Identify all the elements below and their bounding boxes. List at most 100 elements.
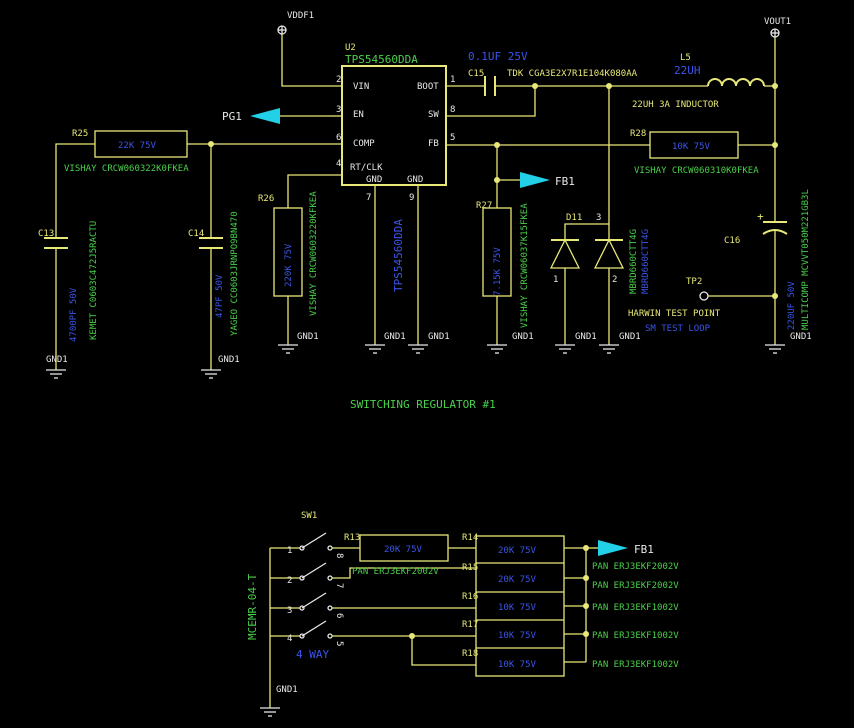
svg-text:7.15K 75V: 7.15K 75V [493, 247, 503, 296]
fb1-net-flag-bottom: FB1 [586, 540, 654, 556]
ground-symbol [365, 344, 385, 354]
svg-text:MBRD660CTT4G: MBRD660CTT4G [629, 229, 639, 294]
svg-text:RT/CLK: RT/CLK [350, 163, 383, 173]
svg-text:VISHAY CRCW0603220KFKEA: VISHAY CRCW0603220KFKEA [309, 191, 319, 316]
sw1-dip-switch: 1 8 2 7 3 6 4 5 [270, 532, 344, 646]
svg-text:3: 3 [287, 606, 292, 616]
ground-symbol [599, 344, 619, 354]
ground-symbol [408, 344, 428, 354]
svg-text:5: 5 [334, 641, 344, 646]
svg-text:TDK CGA3E2X7R1E104K080AA: TDK CGA3E2X7R1E104K080AA [507, 69, 638, 79]
svg-text:47PF 50V: 47PF 50V [215, 274, 225, 318]
svg-text:KEMET C0603C472J5RACTU: KEMET C0603C472J5RACTU [89, 221, 99, 340]
svg-text:4700PF 50V: 4700PF 50V [69, 287, 79, 342]
ground-symbol [765, 344, 785, 354]
svg-text:7: 7 [366, 193, 371, 203]
svg-text:R17: R17 [462, 620, 478, 630]
fb1-net-flag: FB1 [497, 172, 575, 188]
svg-text:GND1: GND1 [790, 332, 812, 342]
svg-text:VOUT1: VOUT1 [764, 17, 791, 27]
svg-text:PAN ERJ3EKF2002V: PAN ERJ3EKF2002V [592, 562, 679, 572]
svg-text:MULTICOMP MCVVT050M221GB3L: MULTICOMP MCVVT050M221GB3L [801, 189, 811, 330]
u2-part-vertical: TPS54560DDA [392, 219, 405, 292]
l5-inductor: L5 22UH 22UH 3A INDUCTOR [632, 53, 765, 110]
svg-text:GND: GND [366, 175, 382, 185]
svg-text:YAGEO CC0603JRNPO9BN470: YAGEO CC0603JRNPO9BN470 [230, 211, 240, 336]
schematic-title: SWITCHING REGULATOR #1 [350, 398, 496, 411]
svg-text:4: 4 [287, 634, 292, 644]
svg-text:4: 4 [336, 159, 341, 169]
sw1-desc: 4 WAY [296, 648, 329, 661]
svg-text:VISHAY CRCW06037K15FKEA: VISHAY CRCW06037K15FKEA [520, 203, 530, 328]
svg-text:10K 75V: 10K 75V [498, 660, 537, 670]
svg-text:20K 75V: 20K 75V [498, 546, 537, 556]
ground-symbol [555, 344, 575, 354]
svg-text:3: 3 [336, 105, 341, 115]
svg-text:EN: EN [353, 110, 364, 120]
svg-text:PAN ERJ3EKF2002V: PAN ERJ3EKF2002V [352, 567, 439, 577]
svg-text:10K 75V: 10K 75V [498, 631, 537, 641]
svg-text:D11: D11 [566, 213, 582, 223]
svg-text:2: 2 [612, 275, 617, 285]
c15-capacitor: C15 0.1UF 25V TDK CGA3E2X7R1E104K080AA [468, 50, 638, 96]
svg-text:3: 3 [596, 213, 601, 223]
svg-text:PAN ERJ3EKF1002V: PAN ERJ3EKF1002V [592, 660, 679, 670]
svg-text:FB1: FB1 [634, 543, 654, 556]
sw1-part: MCEMR-04-T [246, 573, 259, 640]
u2-ref: U2 [345, 43, 356, 53]
svg-text:BOOT: BOOT [417, 82, 439, 92]
svg-text:PG1: PG1 [222, 110, 242, 123]
svg-text:R25: R25 [72, 129, 88, 139]
svg-text:L5: L5 [680, 53, 691, 63]
svg-text:GND1: GND1 [619, 332, 641, 342]
svg-text:C13: C13 [38, 229, 54, 239]
svg-text:GND1: GND1 [46, 355, 68, 365]
svg-text:+: + [757, 210, 764, 223]
svg-text:C15: C15 [468, 69, 484, 79]
svg-text:10K 75V: 10K 75V [498, 603, 537, 613]
svg-text:5: 5 [450, 133, 455, 143]
svg-text:C14: C14 [188, 229, 204, 239]
svg-text:22UH: 22UH [674, 64, 701, 77]
ground-symbol [487, 344, 507, 354]
svg-text:R15: R15 [462, 563, 478, 573]
u2-ic: U2 TPS54560DDA VIN EN COMP RT/CLK GND GN… [336, 43, 455, 292]
ground-symbol [46, 369, 66, 379]
svg-text:7: 7 [334, 583, 344, 588]
svg-text:8: 8 [334, 553, 344, 558]
svg-text:GND1: GND1 [575, 332, 597, 342]
svg-text:22UH 3A INDUCTOR: 22UH 3A INDUCTOR [632, 100, 719, 110]
vddf1-label: VDDF1 [287, 11, 314, 21]
svg-text:VISHAY CRCW060322K0FKEA: VISHAY CRCW060322K0FKEA [64, 164, 189, 174]
svg-text:VIN: VIN [353, 82, 369, 92]
svg-text:10K 75V: 10K 75V [672, 142, 711, 152]
svg-text:SW: SW [428, 110, 439, 120]
svg-text:PAN ERJ3EKF2002V: PAN ERJ3EKF2002V [592, 581, 679, 591]
svg-text:FB1: FB1 [555, 175, 575, 188]
svg-text:HARWIN TEST POINT: HARWIN TEST POINT [628, 309, 721, 319]
svg-text:R28: R28 [630, 129, 646, 139]
svg-text:GND1: GND1 [297, 332, 319, 342]
svg-text:VISHAY CRCW060310K0FKEA: VISHAY CRCW060310K0FKEA [634, 166, 759, 176]
svg-text:2: 2 [287, 576, 292, 586]
svg-text:22K 75V: 22K 75V [118, 141, 157, 151]
svg-text:6: 6 [334, 613, 344, 618]
u2-part: TPS54560DDA [345, 53, 418, 66]
ground-symbol [278, 344, 298, 354]
ground-symbol [201, 369, 221, 379]
svg-text:1: 1 [553, 275, 558, 285]
svg-text:GND1: GND1 [218, 355, 240, 365]
svg-text:R13: R13 [344, 533, 360, 543]
svg-text:COMP: COMP [353, 139, 375, 149]
svg-text:20K 75V: 20K 75V [384, 545, 423, 555]
svg-text:R27: R27 [476, 201, 492, 211]
svg-text:GND1: GND1 [384, 332, 406, 342]
resistor-network: R14 R15 R16 R17 R18 20K 75V 20K 75V 10K … [462, 533, 565, 677]
svg-text:9: 9 [409, 193, 414, 203]
svg-text:220UF 50V: 220UF 50V [787, 281, 797, 330]
svg-text:R18: R18 [462, 649, 478, 659]
d11-diode: D11 3 1 2 MBRD660CTT4G MBRD660CTT4G [549, 86, 651, 345]
svg-text:GND1: GND1 [276, 685, 298, 695]
svg-text:MBRD660CTT4G: MBRD660CTT4G [641, 229, 651, 294]
